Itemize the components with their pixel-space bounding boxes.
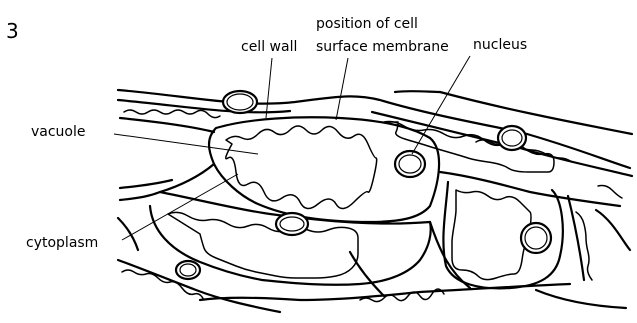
nucleus-shape [276,213,308,235]
label-position-line1: position of cell [316,16,418,32]
label-vacuole: vacuole [31,124,86,140]
label-position-line2: surface membrane [316,39,449,55]
label-cytoplasm: cytoplasm [26,235,98,251]
label-nucleus: nucleus [473,37,527,53]
leader-line-cell-wall [266,58,272,118]
question-number: 3 [6,19,19,43]
label-cell-wall: cell wall [241,39,297,55]
leader-line-nucleus [412,56,470,154]
leader-line-membrane [336,58,348,120]
cell-walls [118,90,632,312]
